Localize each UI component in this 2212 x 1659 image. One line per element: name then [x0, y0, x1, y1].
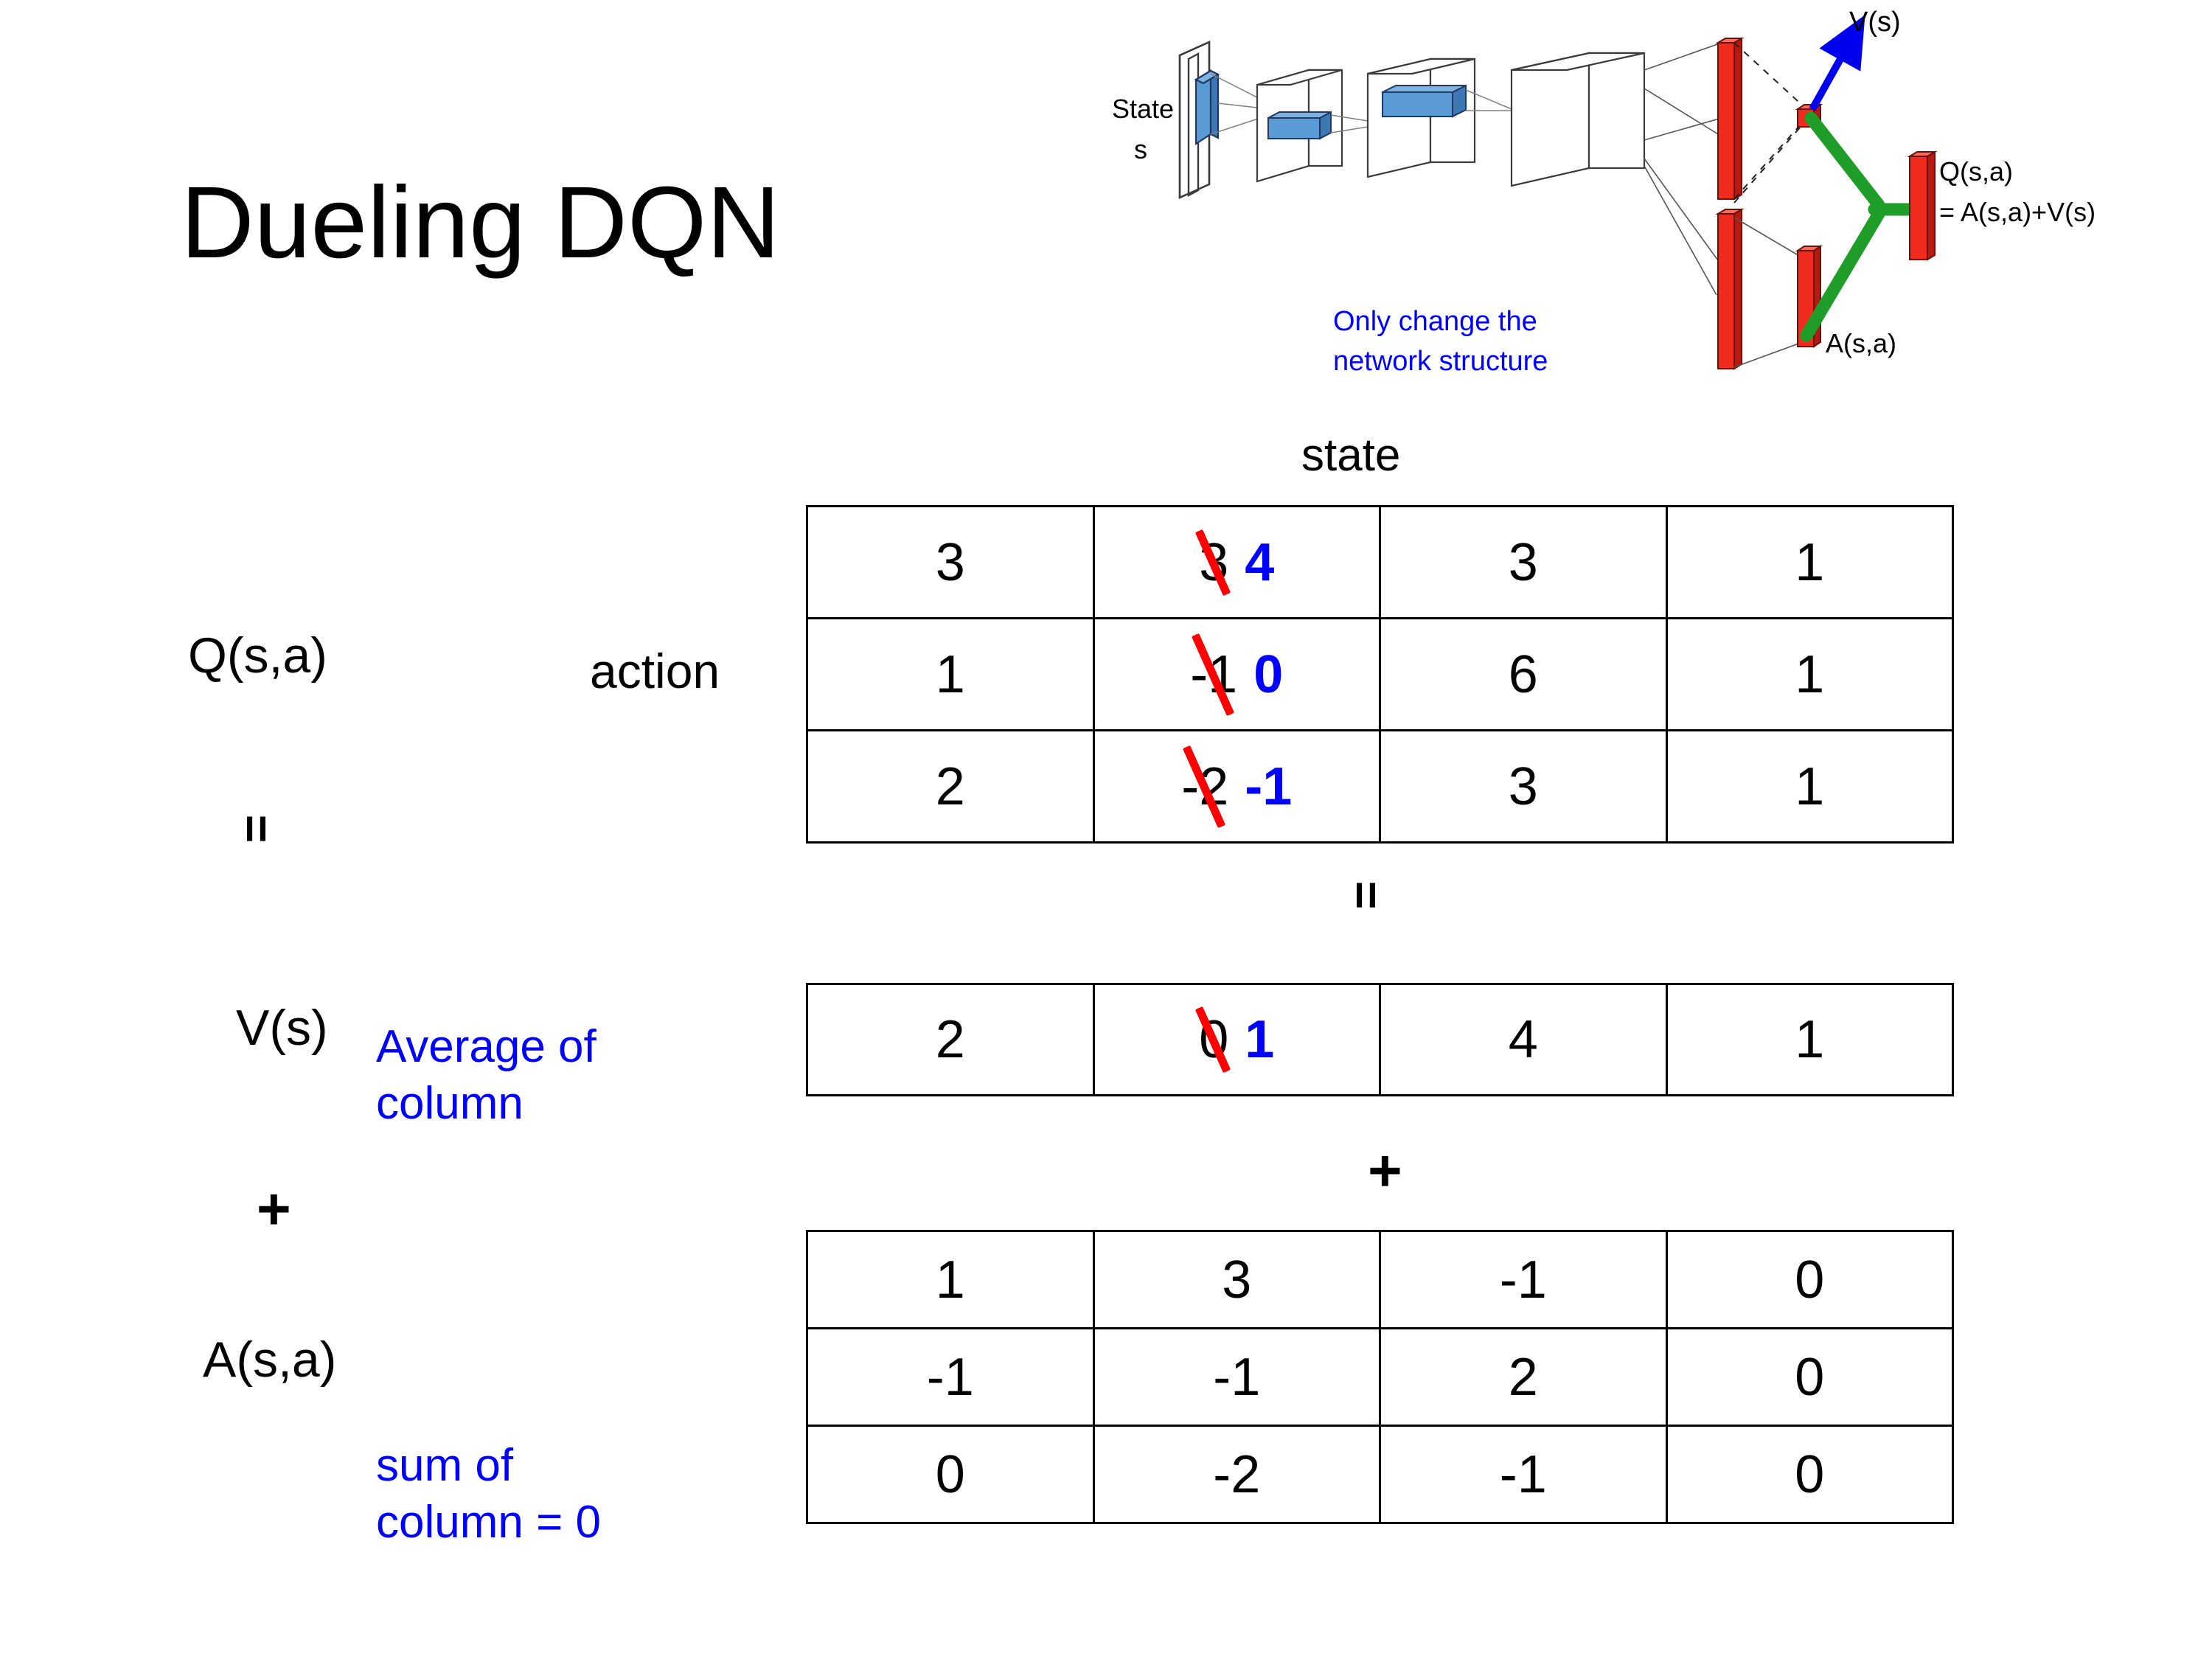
table-cell: 1: [1665, 617, 1954, 731]
table-cell: 2: [1379, 1327, 1668, 1427]
plus-sign-left: +: [257, 1176, 291, 1242]
average-of-column-note: Average of column: [376, 1019, 597, 1133]
struck-old-value: 3: [1199, 532, 1229, 592]
q-function-label: Q(s,a): [188, 627, 327, 684]
diagram-note-line2: network structure: [1333, 346, 1548, 377]
plus-sign-middle: +: [1368, 1138, 1402, 1203]
table-cell: 1: [806, 1230, 1095, 1329]
table-cell: -1: [1092, 1327, 1381, 1427]
table-cell: -1: [806, 1327, 1095, 1427]
table-cell: 0: [1665, 1230, 1954, 1329]
table-cell: 0: [1665, 1327, 1954, 1427]
table-cell: 3: [1379, 729, 1668, 844]
diagram-q-formula: = A(s,a)+V(s): [1939, 197, 2096, 227]
table-cell: -2: [1092, 1425, 1381, 1524]
corrected-new-value: 0: [1253, 644, 1284, 704]
average-note-line2: column: [376, 1077, 524, 1129]
state-axis-label: state: [1301, 430, 1401, 481]
table-cell: 0: [1665, 1425, 1954, 1524]
table-cell: 2: [806, 983, 1095, 1096]
page-title: Dueling DQN: [181, 166, 780, 279]
table-cell: 3: [1379, 505, 1668, 619]
struck-old-value: -1: [1190, 644, 1238, 704]
dueling-network-diagram: State s Only change the network structur…: [1099, 0, 2212, 413]
table-cell: 0: [806, 1425, 1095, 1524]
equals-sign-left: =: [229, 814, 285, 842]
corrected-new-value: -1: [1245, 757, 1293, 816]
struck-old-value: -2: [1181, 757, 1229, 816]
table-cell: 1: [1665, 729, 1954, 844]
table-cell: 3: [806, 505, 1095, 619]
diagram-note-line1: Only change the: [1333, 306, 1537, 337]
average-note-line1: Average of: [376, 1021, 597, 1072]
diagram-q-label: Q(s,a): [1939, 156, 2013, 187]
table-cell: 1: [1665, 983, 1954, 1096]
sum-note-line1: sum of: [376, 1440, 514, 1491]
corrected-new-value: 1: [1245, 1010, 1275, 1069]
corrected-new-value: 4: [1245, 532, 1275, 592]
v-function-label: V(s): [236, 1000, 328, 1056]
a-function-label: A(s,a): [203, 1332, 337, 1388]
table-cell: 6: [1379, 617, 1668, 731]
table-cell: 3: [1092, 1230, 1381, 1329]
table-cell: -1: [1379, 1425, 1668, 1524]
table-cell: 2: [806, 729, 1095, 844]
diagram-state-label-line1: State: [1112, 94, 1174, 124]
table-cell: -2 -1: [1092, 729, 1381, 844]
sum-note-line2: column = 0: [376, 1496, 602, 1548]
table-cell: 4: [1379, 983, 1668, 1096]
struck-old-value: 0: [1199, 1010, 1229, 1069]
sum-of-column-note: sum of column = 0: [376, 1438, 601, 1551]
table-cell: 1: [1665, 505, 1954, 619]
diagram-state-label-line2: s: [1134, 134, 1147, 164]
equals-sign-middle: =: [1339, 880, 1394, 908]
table-cell: -1: [1379, 1230, 1668, 1329]
diagram-advantage-label: A(s,a): [1826, 328, 1896, 358]
diagram-value-label: V(s): [1849, 7, 1901, 38]
table-cell: 1: [806, 617, 1095, 731]
action-axis-label: action: [590, 644, 720, 698]
